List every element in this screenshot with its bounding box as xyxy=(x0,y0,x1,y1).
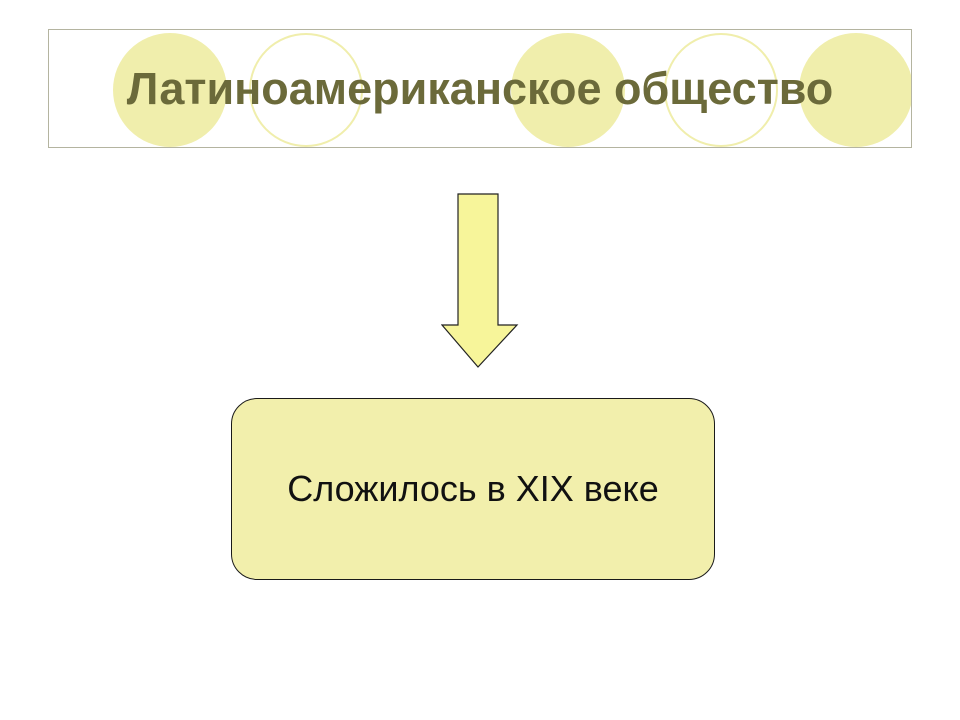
title-banner: Латиноамериканское общество xyxy=(48,29,912,148)
box-label: Сложилось в XIX веке xyxy=(287,468,659,509)
decorative-circle xyxy=(113,33,227,147)
decorative-circle xyxy=(799,33,911,147)
content-box: Сложилось в XIX веке xyxy=(231,398,715,580)
decorative-circle xyxy=(511,33,625,147)
arrow-down-icon xyxy=(441,193,519,368)
slide-title: Латиноамериканское общество xyxy=(126,62,834,114)
decorative-circle xyxy=(249,33,363,147)
decorative-circle xyxy=(664,33,778,147)
